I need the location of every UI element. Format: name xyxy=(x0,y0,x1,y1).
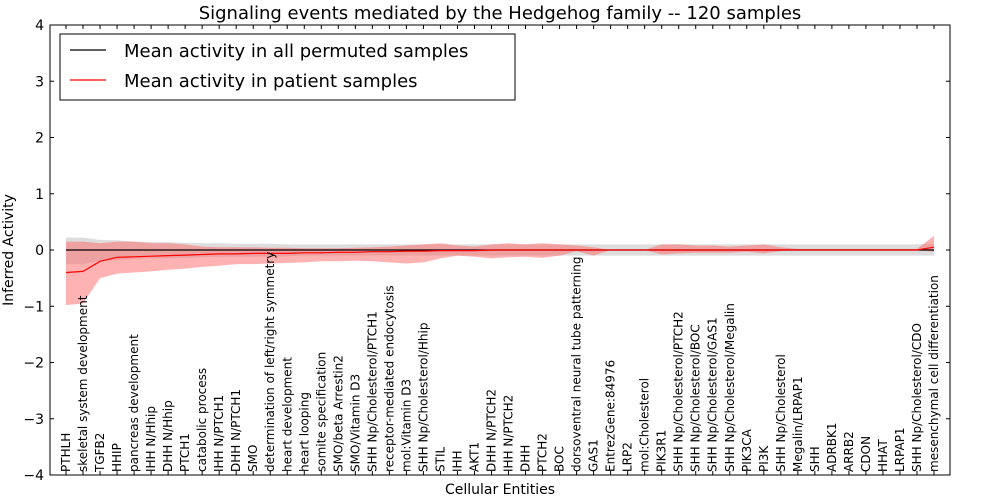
x-tick-label: SHH Np/Cholesterol/BOC xyxy=(689,324,703,472)
x-tick-label: skeletal system development xyxy=(76,295,90,472)
x-tick-label: SMO/Vitamin D3 xyxy=(348,374,362,472)
x-tick-label: SHH Np/Cholesterol/PTCH2 xyxy=(672,311,686,472)
x-tick-label: DHH N/Hhip xyxy=(161,400,175,472)
x-tick-label: SHH Np/Cholesterol/GAS1 xyxy=(706,317,720,472)
series-lines xyxy=(65,246,935,274)
x-tick-label: mol:Cholesterol xyxy=(638,378,652,472)
x-tick-label: ADRBK1 xyxy=(825,422,839,472)
series-1-line xyxy=(65,246,935,274)
x-tick-label: determination of left/right symmetry xyxy=(263,252,277,472)
x-tick-label: LRP2 xyxy=(621,442,635,472)
x-tick-label: SHH Np/Cholesterol/PTCH1 xyxy=(365,311,379,472)
y-tick-label: −1 xyxy=(23,299,44,315)
x-tick-label: Megalin/LRPAP1 xyxy=(791,376,805,472)
x-tick-label: receptor-mediated endocytosis xyxy=(382,285,396,472)
y-tick-label: −4 xyxy=(23,468,44,484)
x-axis-label: Cellular Entities xyxy=(445,482,555,498)
x-tick-label: CDON xyxy=(859,436,873,472)
legend: Mean activity in all permuted samplesMea… xyxy=(59,33,516,101)
x-tick-label: AKT1 xyxy=(468,442,482,472)
x-tick-label: PTCH1 xyxy=(178,433,192,472)
y-tick-label: 0 xyxy=(35,243,44,259)
x-tick-label: IHH N/PTCH1 xyxy=(212,395,226,472)
x-tick-label: IHH N/Hhip xyxy=(144,406,158,472)
x-tick-label: PI3K xyxy=(757,445,771,472)
y-tick-label: −3 xyxy=(23,412,44,428)
y-axis-label: Inferred Activity xyxy=(1,194,17,306)
x-tick-label: somite specification xyxy=(314,352,328,472)
x-tick-label: SMO xyxy=(246,445,260,472)
x-tick-label: STIL xyxy=(433,447,447,472)
x-tick-label: IHH N/PTCH2 xyxy=(502,395,516,472)
x-tick-label: mol:Vitamin D3 xyxy=(399,379,413,472)
x-tick-label: heart looping xyxy=(297,392,311,472)
y-tick-label: 2 xyxy=(35,131,44,147)
x-tick-label: PTCH2 xyxy=(536,433,550,472)
y-tick-label: 1 xyxy=(35,187,44,203)
y-tick-label: −2 xyxy=(23,356,44,372)
legend-box xyxy=(59,33,516,101)
x-tick-label: DHH N/PTCH2 xyxy=(485,389,499,472)
legend-label-1: Mean activity in patient samples xyxy=(124,71,418,92)
x-tick-label: PIK3CA xyxy=(740,428,754,472)
x-tick-label: SHH Np/Cholesterol/Hhip xyxy=(416,323,430,472)
x-tick-label: pancreas development xyxy=(127,334,141,472)
legend-label-0: Mean activity in all permuted samples xyxy=(124,41,468,62)
x-tick-label: dorsoventral neural tube patterning xyxy=(570,256,584,472)
x-tick-label: catabolic process xyxy=(195,368,209,472)
x-tick-label: GAS1 xyxy=(587,439,601,472)
x-tick-label: SHH Np/Cholesterol/Megalin xyxy=(723,303,737,472)
chart-title: Signaling events mediated by the Hedgeho… xyxy=(199,3,802,24)
confidence-bands xyxy=(66,235,934,306)
x-tick-label: DHH xyxy=(519,445,533,472)
y-tick-label: 3 xyxy=(35,74,44,90)
x-tick-label: HHAT xyxy=(876,439,890,472)
x-tick-label: mesenchymal cell differentiation xyxy=(927,275,941,472)
y-ticks: 4 3 2 1 0 −1 −2 −3 −4 xyxy=(23,18,950,484)
x-tick-label: SHH Np/Cholesterol xyxy=(774,354,788,472)
x-tick-label: ARRB2 xyxy=(842,431,856,472)
x-tick-label: SMO/beta Arrestin2 xyxy=(331,355,345,472)
x-tick-label: HHIP xyxy=(110,443,124,472)
x-tick-label: SHH Np/Cholesterol/CDO xyxy=(910,323,924,472)
x-tick-label: BOC xyxy=(553,446,567,472)
x-tick-label: SHH xyxy=(808,446,822,472)
x-tick-label: PIK3R1 xyxy=(655,430,669,472)
y-tick-label: 4 xyxy=(35,18,44,34)
x-tick-label: DHH N/PTCH1 xyxy=(229,389,243,472)
x-tick-label: heart development xyxy=(280,357,294,472)
x-tick-label: PTHLH xyxy=(59,433,73,472)
x-tick-label: TGFB2 xyxy=(93,433,107,473)
x-tick-label: IHH xyxy=(451,450,465,472)
x-tick-label: EntrezGene:84976 xyxy=(604,360,618,472)
x-tick-label: LRPAP1 xyxy=(893,427,907,472)
